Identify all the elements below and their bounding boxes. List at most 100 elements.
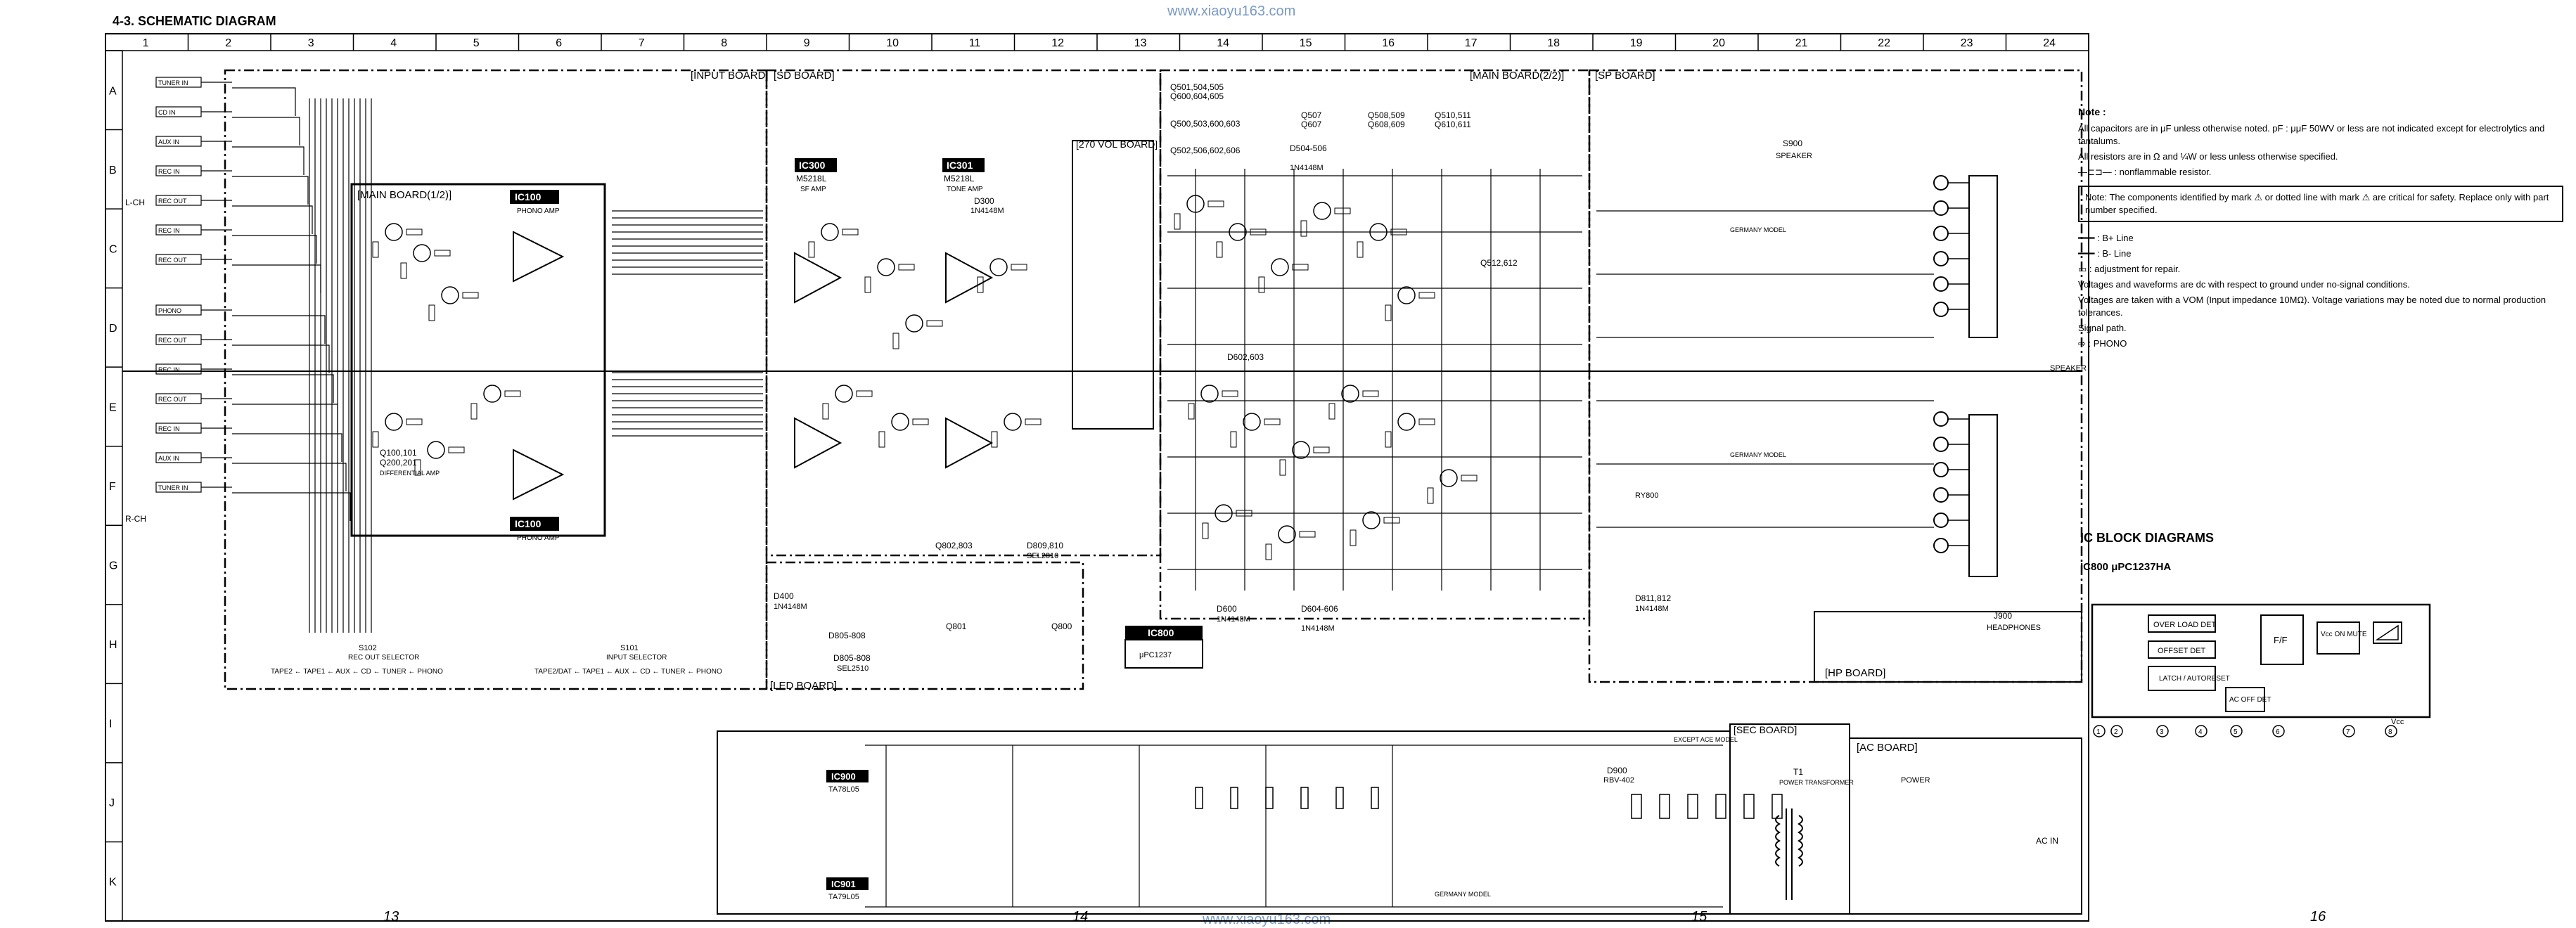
- label-d600: D600: [1217, 604, 1237, 614]
- label-q508: Q508,509: [1368, 110, 1405, 120]
- label-headphones: HEADPHONES: [1987, 624, 2041, 632]
- column-label: 2: [225, 37, 231, 49]
- label-q200: Q200,201: [380, 458, 417, 468]
- speaker-terminals: [1933, 175, 1998, 577]
- label-s101: S101: [620, 644, 639, 652]
- row-label: E: [109, 401, 117, 413]
- column-label: 9: [804, 37, 810, 49]
- column-label: 15: [1300, 37, 1312, 49]
- label-q502: Q502,506,602,606: [1170, 146, 1241, 155]
- svg-text:IC901: IC901: [831, 879, 856, 889]
- row-label: K: [109, 877, 117, 889]
- label-d504: D504-506: [1290, 143, 1327, 153]
- svg-text:TONE AMP: TONE AMP: [947, 186, 983, 193]
- label-q100-desc: DIFFERENTIAL AMP: [380, 470, 440, 477]
- ic-pin-label: 3: [2160, 728, 2164, 736]
- label-d809-part: SEL2810: [1027, 552, 1058, 560]
- column-label: 24: [2043, 37, 2056, 49]
- page-number-15: 15: [1691, 909, 1707, 924]
- ic900: IC900 TA78L05: [826, 770, 869, 794]
- ic-pin-label: 6: [2276, 728, 2280, 736]
- label-d600-part: 1N4148M: [1217, 615, 1250, 624]
- label-d805-part: SEL2510: [837, 664, 869, 673]
- ic-pin: [2343, 725, 2355, 737]
- label-germany-3: GERMANY MODEL: [1435, 891, 1491, 898]
- label-d504-part: 1N4148M: [1290, 164, 1324, 172]
- jack-label: REC OUT: [158, 257, 187, 264]
- schematic-frame: [105, 33, 2089, 922]
- vol-board-outline: [1072, 140, 1154, 430]
- label-except: EXCEPT ACE MODEL: [1674, 736, 1738, 743]
- svg-text:μPC1237: μPC1237: [1139, 651, 1172, 659]
- jack-label: REC IN: [158, 425, 180, 432]
- board-label-sp: [SP BOARD]: [1595, 70, 1655, 82]
- svg-text:IC800: IC800: [1148, 627, 1174, 638]
- ic-block-subheading: IC800 μPC1237HA: [2080, 561, 2172, 573]
- column-label: 4: [390, 37, 397, 49]
- label-d300-part: 1N4148M: [970, 207, 1004, 215]
- column-label: 8: [721, 37, 727, 49]
- board-label-hp: [HP BOARD]: [1825, 667, 1885, 679]
- legend-item: ⇨ : PHONO: [2078, 338, 2127, 349]
- jack-label: REC OUT: [158, 337, 187, 344]
- label-ac-in: AC IN: [2036, 836, 2058, 846]
- board-label-sec: [SEC BOARD]: [1734, 724, 1797, 735]
- channel-label-right: R-CH: [125, 514, 146, 524]
- hp-board-outline: [1814, 611, 2082, 683]
- label-q501: Q501,504,505: [1170, 82, 1224, 92]
- column-label: 13: [1134, 37, 1147, 49]
- label-s900: S900: [1783, 138, 1802, 148]
- label-q507: Q507: [1301, 110, 1322, 120]
- column-label: 1: [143, 37, 149, 49]
- safety-note-box: Note: The components identified by mark …: [2078, 186, 2563, 222]
- label-d900-part: RBV-402: [1603, 776, 1634, 785]
- main-board-2-outline: [1159, 69, 1591, 620]
- jack-label: TUNER IN: [158, 484, 188, 491]
- svg-text:Vcc: Vcc: [2391, 718, 2404, 726]
- led-board-outline: [765, 561, 1084, 690]
- label-s102-desc: REC OUT SELECTOR: [348, 654, 419, 662]
- label-s102: S102: [359, 644, 377, 652]
- label-germany-1: GERMANY MODEL: [1730, 226, 1786, 233]
- column-label: 12: [1051, 37, 1064, 49]
- label-d900: D900: [1607, 766, 1627, 775]
- legend-item: ▭ : adjustment for repair.: [2078, 264, 2181, 274]
- label-q500: Q500,503,600,603: [1170, 119, 1241, 129]
- ic-block-heading: IC BLOCK DIAGRAMS: [2080, 531, 2214, 545]
- ac-board-outline: [1849, 737, 2082, 915]
- svg-text:PHONO AMP: PHONO AMP: [517, 534, 560, 542]
- svg-text:IC100: IC100: [515, 191, 542, 202]
- channel-label-left: L-CH: [125, 198, 145, 207]
- notes-heading: Note :: [2078, 106, 2106, 117]
- column-label: 6: [556, 37, 562, 49]
- board-label-ac: [AC BOARD]: [1857, 742, 1918, 754]
- ic-pin-label: 4: [2198, 728, 2203, 736]
- label-j900: J900: [1994, 611, 2012, 621]
- label-q512: Q512,612: [1480, 258, 1518, 268]
- board-label-main-2: [MAIN BOARD(2/2)]: [1470, 70, 1564, 82]
- board-label-vol: [270 VOL BOARD]: [1076, 138, 1158, 150]
- ic-pin: [2156, 725, 2169, 737]
- ic-pin-label: 1: [2096, 728, 2101, 736]
- label-d400-part: 1N4148M: [774, 602, 807, 611]
- label-d805: D805-808: [828, 631, 866, 640]
- legend-item: Voltages are taken with a VOM (Input imp…: [2078, 295, 2546, 318]
- label-t1-desc: POWER TRANSFORMER: [1779, 779, 1854, 786]
- label-q802: Q802,803: [935, 541, 973, 550]
- column-label: 17: [1465, 37, 1478, 49]
- ic-pin-label: 8: [2388, 728, 2392, 736]
- ic-pin: [2093, 725, 2106, 737]
- svg-text:IC100: IC100: [515, 518, 542, 529]
- jack-label: REC IN: [158, 366, 180, 373]
- wiring: [122, 87, 2082, 914]
- ic901: IC901 TA79L05: [826, 877, 869, 901]
- column-label: 14: [1217, 37, 1229, 49]
- column-label: 19: [1630, 37, 1643, 49]
- column-label: 20: [1712, 37, 1725, 49]
- svg-text:LATCH / AUTORESET: LATCH / AUTORESET: [2159, 675, 2230, 683]
- label-d805b: D805-808: [833, 653, 871, 663]
